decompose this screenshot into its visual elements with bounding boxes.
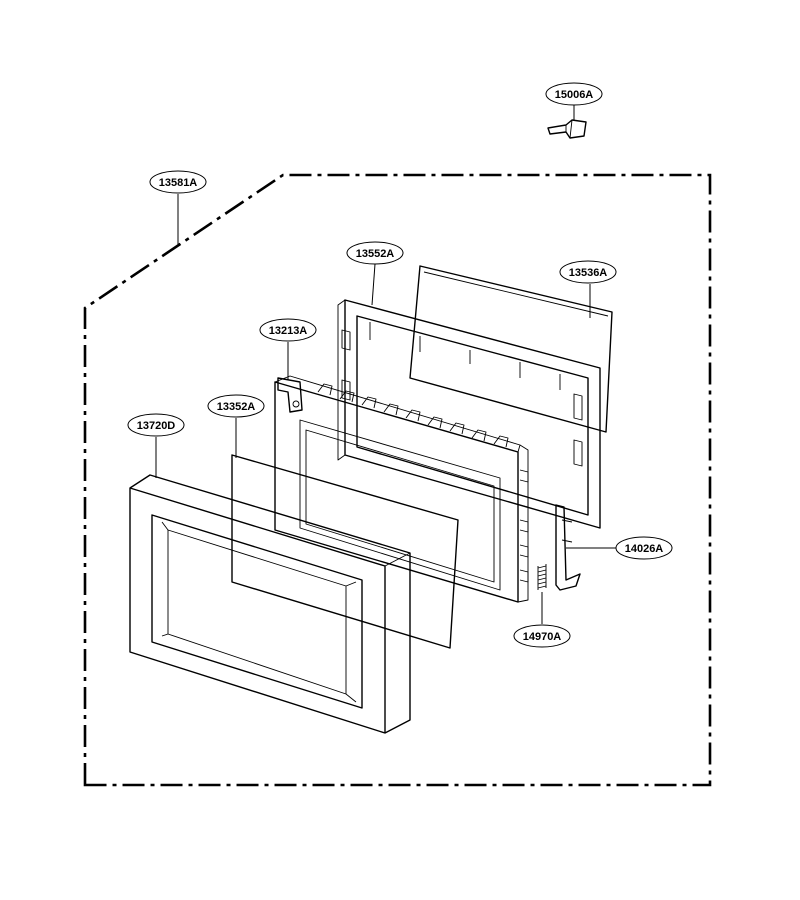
callout-14026A: 14026A [615,536,673,560]
hinge-13213A [277,377,303,413]
label-13552A: 13552A [356,248,395,260]
spring-14970A [537,564,547,590]
label-15006A: 15006A [555,89,594,101]
callout-13536A: 13536A [559,260,617,284]
callout-13213A: 13213A [259,318,317,342]
assembly-boundary [83,173,712,787]
callout-13720D: 13720D [127,413,185,437]
screen-13352A [231,454,459,649]
callout-13552A: 13552A [346,241,404,265]
label-13352A: 13352A [217,401,256,413]
latch-14026A [555,504,581,591]
label-13720D: 13720D [137,420,176,432]
leader-lines [155,105,616,624]
frame-13552A [337,299,601,529]
callout-13352A: 13352A [207,394,265,418]
panel-13536A [409,265,613,433]
label-13581A: 13581A [159,177,198,189]
label-13213A: 13213A [269,325,308,337]
choke-teeth [317,383,529,583]
bracket-15006A [547,119,587,139]
callout-13581A: 13581A [149,170,207,194]
door-front-13720D [129,474,411,734]
callout-15006A: 15006A [545,82,603,106]
label-14970A: 14970A [523,631,562,643]
label-14026A: 14026A [625,543,664,555]
label-13536A: 13536A [569,267,608,279]
callout-14970A: 14970A [513,624,571,648]
choke-frame [274,375,529,603]
